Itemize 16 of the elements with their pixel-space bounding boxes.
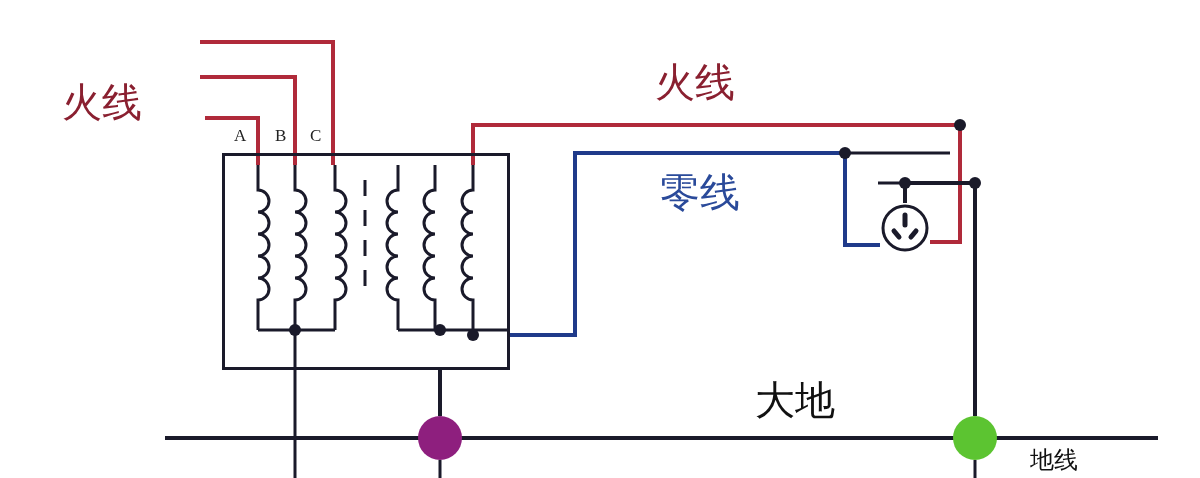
- wire-label: 火线: [62, 82, 142, 122]
- grounding-point: [418, 416, 462, 460]
- transformer-box: [222, 153, 510, 370]
- wire: [471, 123, 962, 244]
- grounding-point: [953, 416, 997, 460]
- socket-symbol: [880, 203, 930, 253]
- wire-label: 地线: [1030, 448, 1078, 472]
- wire-label: 火线: [655, 62, 735, 102]
- phase-label: B: [275, 127, 287, 144]
- wire: [903, 181, 977, 416]
- wire-label: 零线: [660, 172, 740, 212]
- wire: [438, 368, 442, 416]
- wire: [510, 151, 880, 337]
- phase-label: C: [310, 127, 322, 144]
- phase-label: A: [234, 127, 247, 144]
- wire-label: 大地: [755, 380, 835, 420]
